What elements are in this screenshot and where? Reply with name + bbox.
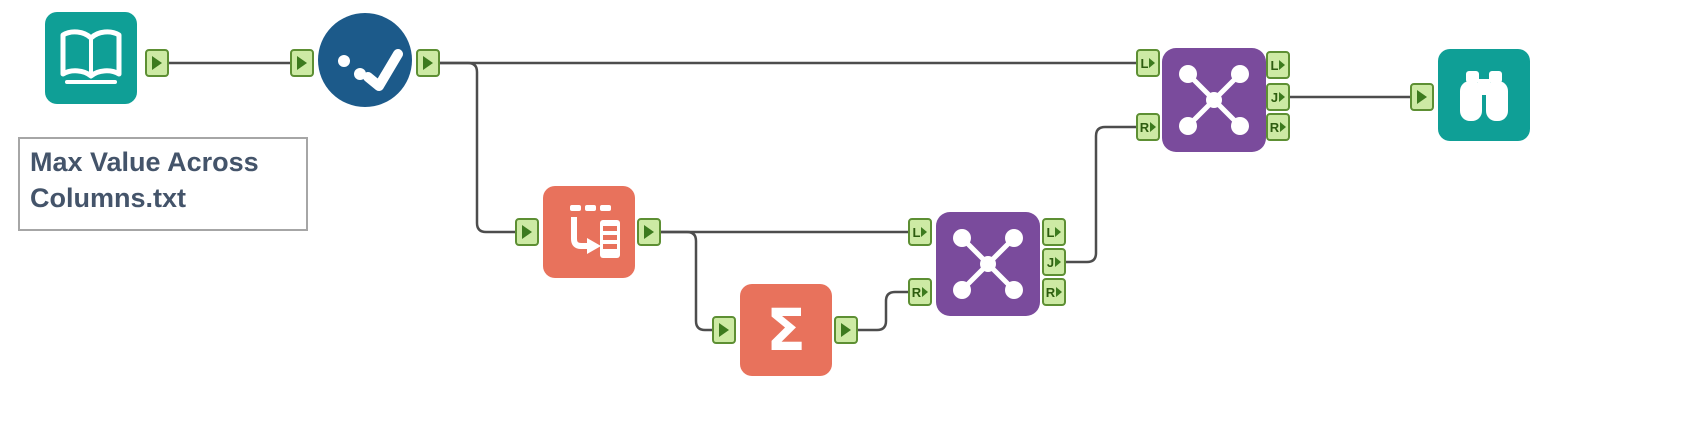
wire-transpose-to-summarize[interactable] (661, 230, 712, 332)
anchor-join-upper-input-L[interactable]: L (1136, 49, 1160, 77)
anchor-input-output[interactable] (145, 49, 169, 77)
checkmark-dots-icon (338, 49, 403, 91)
join-tool-lower[interactable] (936, 212, 1040, 316)
anchor-join-lower-input-L[interactable]: L (908, 218, 932, 246)
anchor-select-input[interactable] (290, 49, 314, 77)
input-data-tool[interactable] (45, 12, 137, 104)
anchor-join-lower-output-R[interactable]: R (1042, 278, 1066, 306)
anchor-select-output[interactable] (416, 49, 440, 77)
wire-select-to-transpose[interactable] (440, 61, 515, 234)
sigma-icon: Σ (766, 296, 806, 364)
join-network-icon (1179, 65, 1249, 135)
summarize-tool[interactable]: Σ (740, 284, 832, 376)
select-tool[interactable] (318, 13, 412, 107)
join-tool-upper[interactable] (1162, 48, 1266, 152)
join-network-icon (953, 229, 1023, 299)
binoculars-icon (1460, 71, 1508, 121)
anchor-join-lower-input-R[interactable]: R (908, 278, 932, 306)
transpose-tool[interactable] (543, 186, 635, 278)
annotation-line-1: Max Value Across (30, 147, 259, 177)
annotation-comment-box[interactable]: Max Value Across Columns.txt (18, 137, 308, 231)
anchor-join-upper-input-R[interactable]: R (1136, 113, 1160, 141)
open-book-icon (60, 29, 122, 84)
anchor-join-upper-output-R[interactable]: R (1266, 113, 1290, 141)
annotation-line-2: Columns.txt (30, 183, 187, 213)
wire-join-lower-J-to-join-upper-R[interactable] (1066, 125, 1136, 264)
anchor-join-upper-output-L[interactable]: L (1266, 51, 1290, 79)
anchor-summarize-output[interactable] (834, 316, 858, 344)
anchor-join-upper-output-J[interactable]: J (1266, 83, 1290, 111)
anchor-join-lower-output-J[interactable]: J (1042, 248, 1066, 276)
transpose-arrow-table-icon (570, 205, 620, 258)
wire-summarize-to-join-lower-R[interactable] (858, 290, 908, 332)
anchor-browse-input[interactable] (1410, 83, 1434, 111)
browse-tool[interactable] (1438, 49, 1530, 141)
anchor-transpose-output[interactable] (637, 218, 661, 246)
anchor-summarize-input[interactable] (712, 316, 736, 344)
anchor-transpose-input[interactable] (515, 218, 539, 246)
anchor-join-lower-output-L[interactable]: L (1042, 218, 1066, 246)
